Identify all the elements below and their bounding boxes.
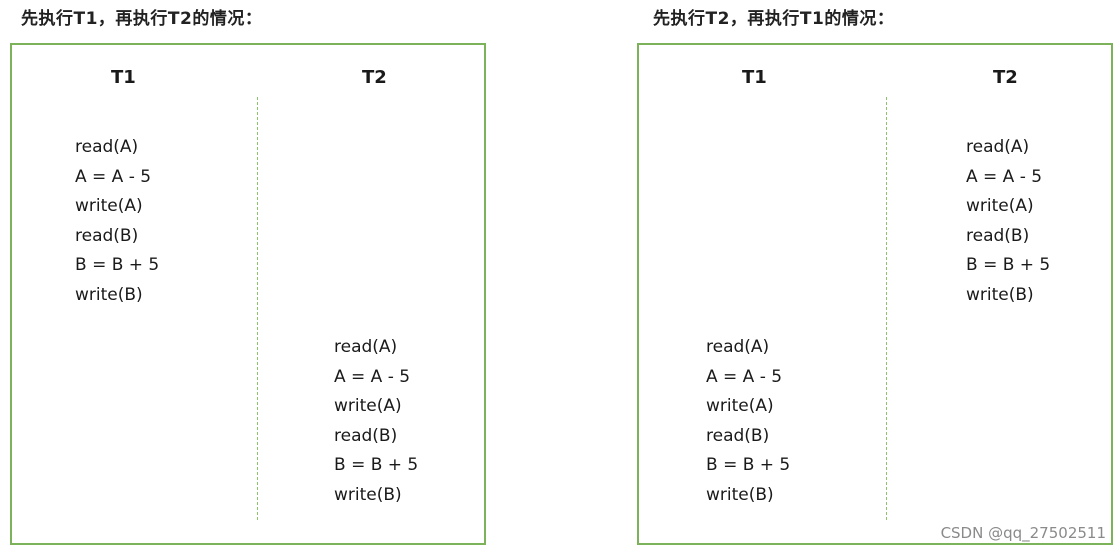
operation-line: B = B + 5 bbox=[966, 255, 1051, 276]
operation-line: read(A) bbox=[966, 137, 1030, 157]
operation-line: read(B) bbox=[334, 425, 398, 446]
schedule-panel-t1-first: T1 T2 read(A) A = A - 5 write(A) read(B)… bbox=[10, 43, 486, 545]
operation-line: read(A) bbox=[75, 137, 139, 157]
operation-line: write(B) bbox=[334, 484, 402, 505]
operation-line: B = B + 5 bbox=[75, 255, 160, 276]
column-divider bbox=[257, 97, 258, 520]
t2-operations: read(A) A = A - 5 write(A) read(B) B = B… bbox=[966, 133, 1050, 311]
operation-line: write(B) bbox=[706, 484, 774, 505]
t1-column-header: T1 bbox=[111, 67, 136, 88]
operation-line: write(A) bbox=[706, 396, 774, 417]
operation-line: read(B) bbox=[706, 425, 770, 446]
t2-column-header: T2 bbox=[362, 67, 387, 88]
operation-line: B = B + 5 bbox=[706, 455, 791, 476]
operation-line: read(A) bbox=[706, 337, 770, 357]
t2-operations: read(A) A = A - 5 write(A) read(B) B = B… bbox=[334, 333, 418, 511]
t1-column-header: T1 bbox=[742, 67, 767, 88]
operation-line: write(B) bbox=[75, 284, 143, 305]
operation-line: write(B) bbox=[966, 284, 1034, 305]
schedule-panel-t2-first: T1 T2 read(A) A = A - 5 write(A) read(B)… bbox=[637, 43, 1113, 545]
column-divider bbox=[886, 97, 887, 520]
operation-line: read(A) bbox=[334, 337, 398, 357]
operation-line: read(B) bbox=[75, 225, 139, 246]
operation-line: A = A - 5 bbox=[334, 366, 411, 387]
operation-line: write(A) bbox=[966, 196, 1034, 217]
operation-line: B = B + 5 bbox=[334, 455, 419, 476]
operation-line: write(A) bbox=[75, 196, 143, 217]
right-caption: 先执行T2，再执行T1的情况： bbox=[653, 9, 895, 29]
operation-line: write(A) bbox=[334, 396, 402, 417]
watermark-text: CSDN @qq_27502511 bbox=[940, 524, 1106, 542]
t1-operations: read(A) A = A - 5 write(A) read(B) B = B… bbox=[706, 333, 790, 511]
left-caption: 先执行T1，再执行T2的情况： bbox=[21, 9, 263, 29]
t2-column-header: T2 bbox=[993, 67, 1018, 88]
operation-line: A = A - 5 bbox=[706, 366, 783, 387]
operation-line: read(B) bbox=[966, 225, 1030, 246]
t1-operations: read(A) A = A - 5 write(A) read(B) B = B… bbox=[75, 133, 159, 311]
operation-line: A = A - 5 bbox=[966, 166, 1043, 187]
operation-line: A = A - 5 bbox=[75, 166, 152, 187]
